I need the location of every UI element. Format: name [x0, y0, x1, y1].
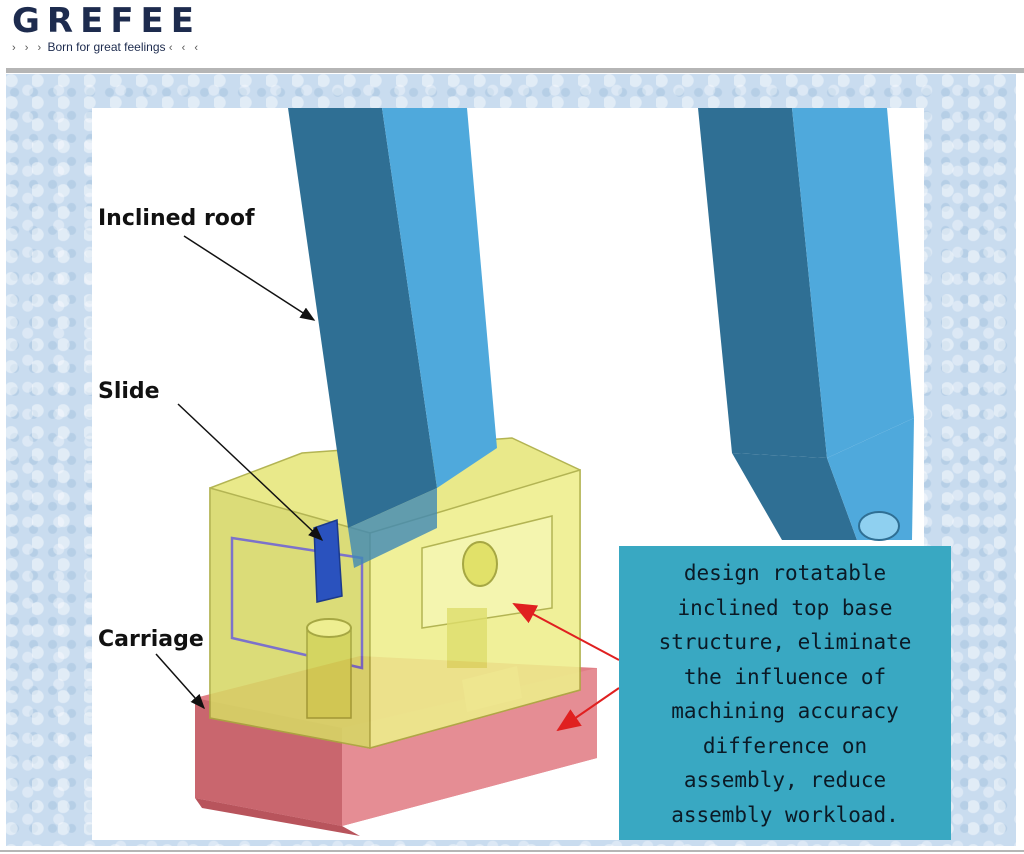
leader-slide: [177, 403, 324, 542]
brand-tagline: › › › Born for great feelings ‹ ‹ ‹: [12, 40, 201, 54]
slide-block: [313, 518, 343, 603]
brand-logo: GREFEE: [12, 1, 201, 41]
callout-arrow-housing: [512, 603, 620, 661]
mechanism-drawing: [155, 108, 914, 836]
inclined-roof-side-view: [698, 108, 914, 541]
description-callout: design rotatable inclined top base struc…: [619, 546, 951, 840]
tagline-text: Born for great feelings: [47, 40, 166, 54]
footer-divider: [0, 850, 1024, 852]
chevron-right-icon: › › ›: [12, 42, 45, 54]
page-header: GREFEE › › › Born for great feelings ‹ ‹…: [0, 0, 1024, 68]
label-slide: Slide: [98, 379, 160, 404]
label-inclined-roof: Inclined roof: [98, 206, 255, 231]
callout-arrow-carriage: [556, 687, 620, 732]
chevron-left-icon: ‹ ‹ ‹: [168, 42, 201, 54]
inclined-roof-main-view: [288, 108, 497, 568]
leader-carriage: [155, 653, 205, 710]
header-divider: [6, 68, 1024, 73]
leader-inclined-roof: [183, 235, 316, 321]
label-carriage: Carriage: [98, 627, 204, 652]
